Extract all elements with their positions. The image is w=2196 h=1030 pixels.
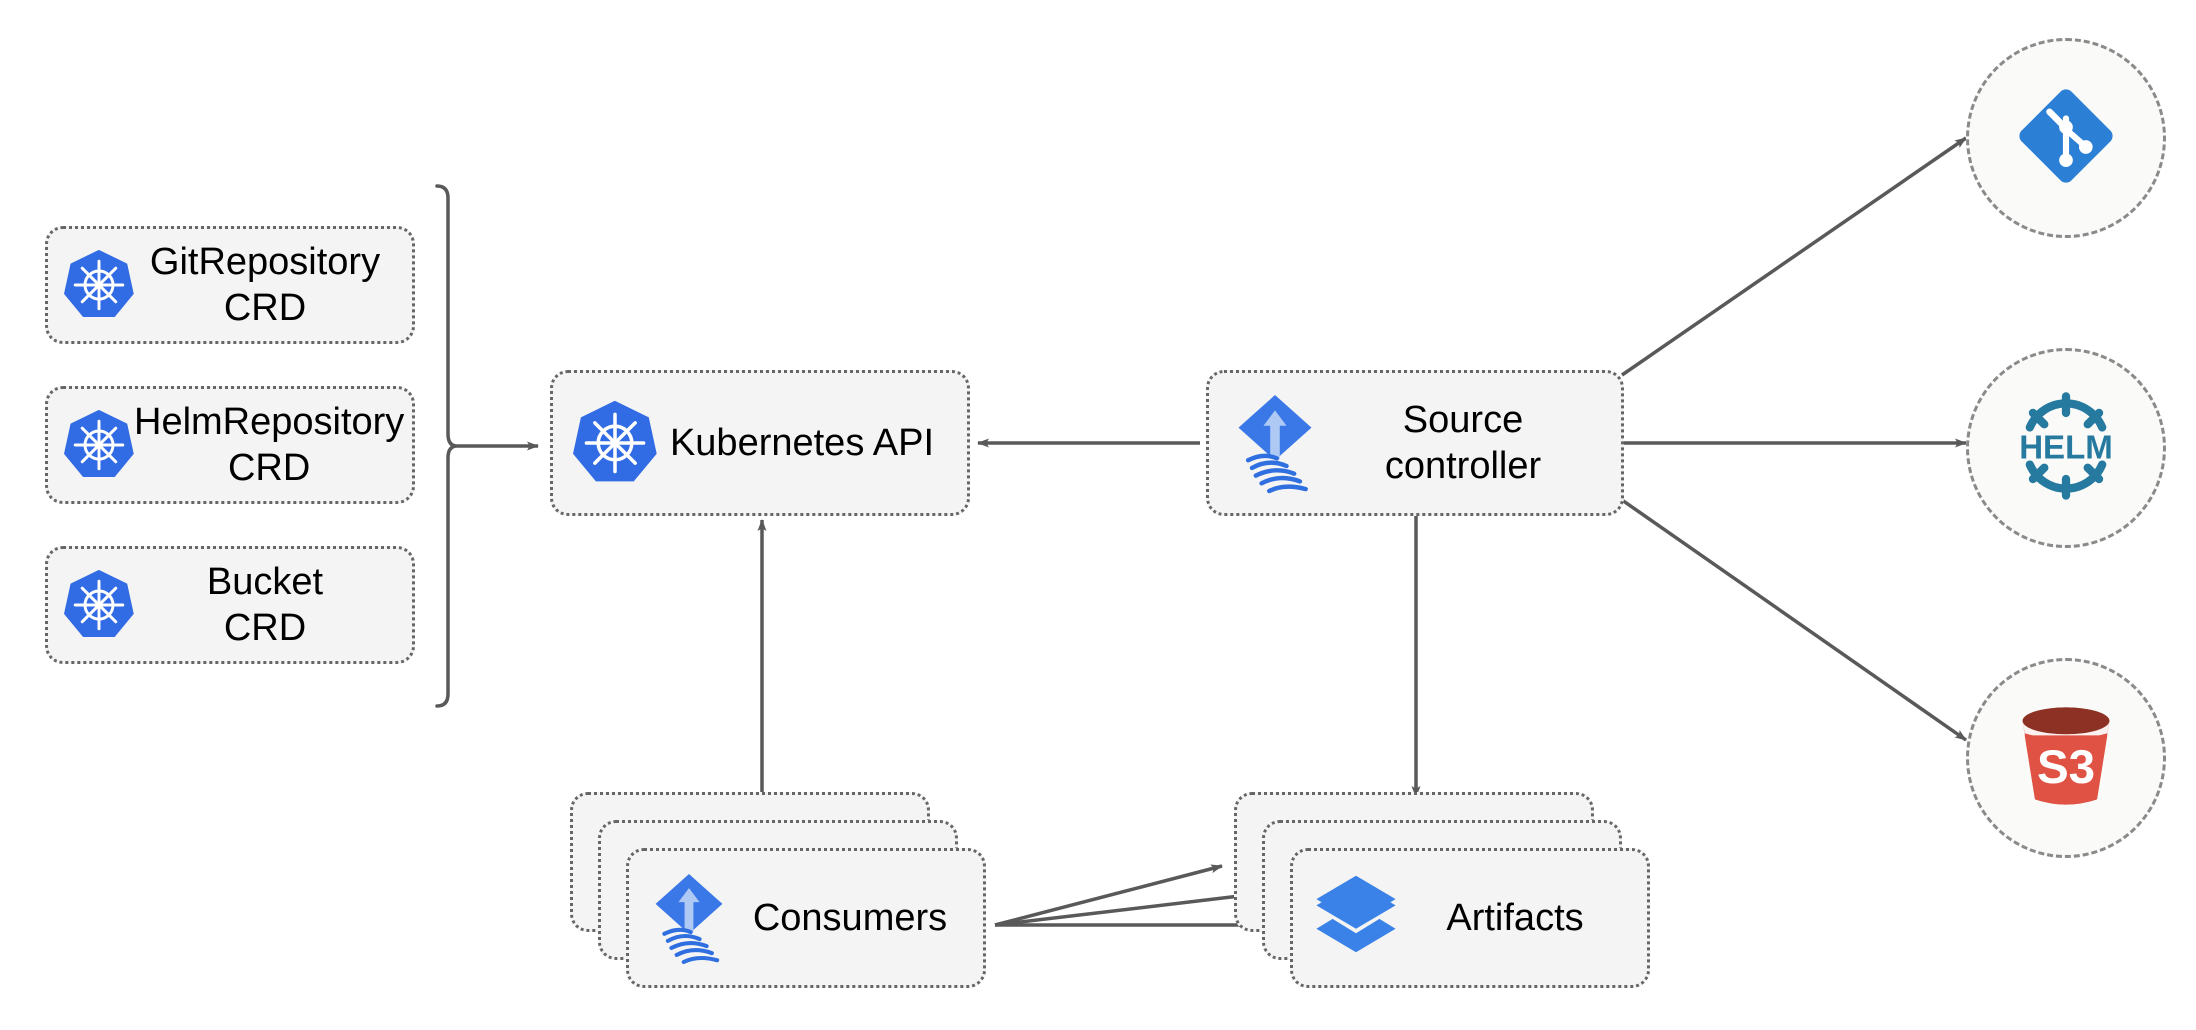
crd-box-gitrepository[interactable]: GitRepository CRD <box>45 226 415 344</box>
git-icon <box>2011 81 2121 196</box>
crd-box-gitrepository-label: GitRepository CRD <box>149 240 381 329</box>
s3-logo-text: S3 <box>2037 740 2095 793</box>
crd-box-bucket[interactable]: Bucket CRD <box>45 546 415 664</box>
external-source-helm[interactable]: HELM <box>1966 348 2166 548</box>
edge-source-controller-to-git <box>1621 136 1967 377</box>
external-source-git[interactable] <box>1966 38 2166 238</box>
node-consumers[interactable]: Consumers <box>626 848 986 988</box>
node-kubernetes-api-label: Kubernetes API <box>669 421 935 464</box>
kubernetes-icon <box>64 247 134 323</box>
node-artifacts-label: Artifacts <box>1446 896 1584 939</box>
node-kubernetes-api[interactable]: Kubernetes API <box>550 370 970 516</box>
flux-icon <box>645 866 733 970</box>
kubernetes-icon <box>64 567 134 643</box>
crd-box-bucket-label: Bucket CRD <box>206 560 324 649</box>
crd-box-helmrepository[interactable]: HelmRepository CRD <box>45 386 415 504</box>
flux-icon <box>1227 387 1323 499</box>
helm-logo-text: HELM <box>2019 429 2113 466</box>
node-source-controller-label: Source controller <box>1384 398 1542 487</box>
edge-consumers-to-artifacts <box>994 864 1279 930</box>
helm-icon: HELM <box>2004 384 2128 513</box>
layers-icon <box>1311 870 1401 966</box>
edge-source-controller-to-s3 <box>1620 498 1968 742</box>
node-source-controller[interactable]: Source controller <box>1206 370 1624 516</box>
kubernetes-icon <box>573 397 657 489</box>
external-source-s3[interactable]: S3 <box>1966 658 2166 858</box>
node-consumers-label: Consumers <box>752 896 948 939</box>
crd-group-brace <box>435 184 539 708</box>
s3-bucket-icon: S3 <box>2004 694 2128 823</box>
node-artifacts[interactable]: Artifacts <box>1290 848 1650 988</box>
kubernetes-icon <box>64 407 134 483</box>
crd-box-helmrepository-label: HelmRepository CRD <box>134 400 405 489</box>
